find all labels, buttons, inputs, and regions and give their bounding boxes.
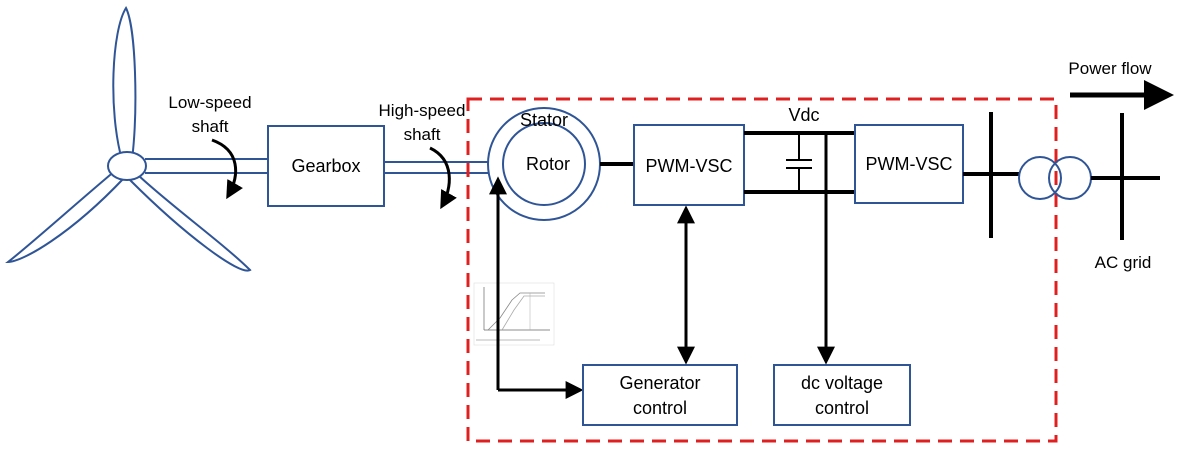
pwm-vsc-left-label: PWM-VSC [646,156,733,176]
converter-boundary [466,97,1058,443]
low-speed-shaft [145,158,268,174]
pwm-vsc-right-label: PWM-VSC [866,154,953,174]
low-speed-rotation-arrow [211,138,243,200]
power-flow-label: Power flow [1068,59,1152,78]
capacitor-icon [786,133,812,192]
high-speed-rotation-arrow [429,146,457,210]
inset-chart-thumbnail [473,282,555,346]
low-speed-shaft-label-1: Low-speed [168,93,251,112]
pwm-vsc-left-box [633,124,745,206]
dc-voltage-control-box [773,364,911,426]
blade-lower-right [128,173,252,272]
rotor-circle [502,122,586,206]
blade-lower-left [5,168,126,264]
rotor-label: Rotor [526,154,570,174]
low-speed-shaft-label-2: shaft [192,117,229,136]
dc-voltage-control-label-1: dc voltage [801,373,883,393]
generator-control-label-1: Generator [619,373,700,393]
stator-label: Stator [520,110,568,130]
dc-voltage-control-label-2: control [815,398,869,418]
ac-grid-label: AC grid [1095,253,1152,272]
gearbox-box [267,125,385,207]
pwm-vsc-right-box [854,124,964,204]
blade-up [112,5,137,161]
wind-turbine-icon [5,5,252,272]
gearbox-label: Gearbox [291,156,360,176]
turbine-hub [107,151,147,181]
generator-control-box [582,364,738,426]
high-speed-shaft-label-1: High-speed [379,101,466,120]
high-speed-shaft-label-2: shaft [404,125,441,144]
generator-control-label-2: control [633,398,687,418]
vdc-label: Vdc [788,105,819,125]
